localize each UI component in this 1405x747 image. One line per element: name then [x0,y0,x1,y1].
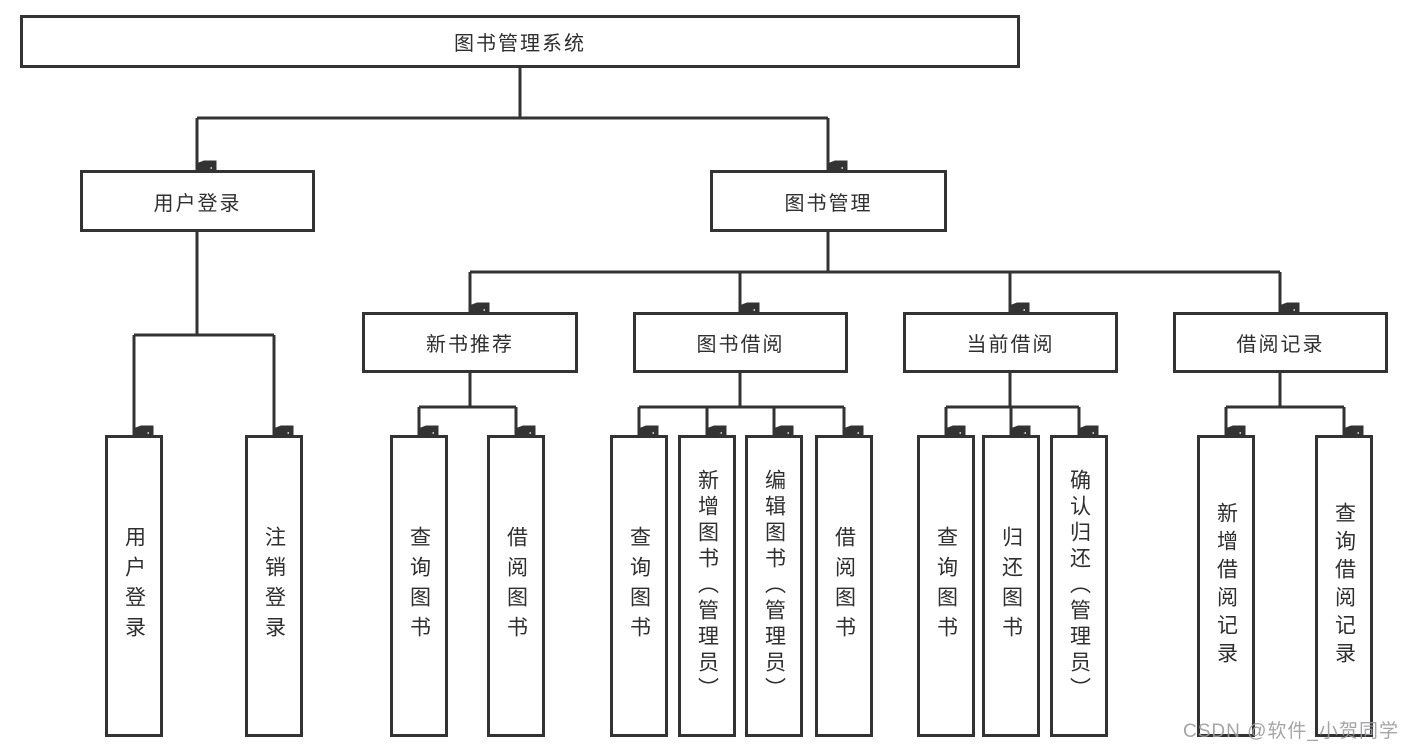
leaf-cb-query-books: 查询图书 [917,435,975,737]
node-book-borrow: 图书借阅 [633,312,848,373]
leaf-rec-query-books-label: 查询图书 [407,526,431,646]
leaf-br-add-record: 新增借阅记录 [1197,435,1255,737]
leaf-br-query-record-label: 查询借阅记录 [1332,502,1356,670]
node-root: 图书管理系统 [20,15,1020,68]
node-root-label: 图书管理系统 [454,33,586,55]
leaf-bb-query-books-label: 查询图书 [627,526,651,646]
node-new-book-rec-label: 新书推荐 [426,334,514,356]
node-book-mgmt-label: 图书管理 [784,192,873,215]
leaf-br-query-record: 查询借阅记录 [1315,435,1373,737]
connector-book-mgmt-children [468,232,1280,310]
node-user-login-label: 用户登录 [153,192,242,215]
leaf-bb-edit-books: 编辑图书（管理员） [745,435,803,737]
leaf-bb-add-books: 新增图书（管理员） [678,435,736,737]
csdn-watermark: CSDN @软件_小贺同学 [1183,721,1399,742]
leaf-bb-query-books: 查询图书 [610,435,668,737]
leaf-bb-edit-books-label: 编辑图书（管理员） [762,469,786,703]
node-current-borrow: 当前借阅 [903,312,1118,373]
leaf-rec-borrow-books-label: 借阅图书 [504,526,528,646]
connector-root-to-level2 [195,68,828,168]
node-borrow-records-label: 借阅记录 [1236,334,1325,356]
connector-user-login-children [132,232,274,433]
leaf-bb-add-books-label: 新增图书（管理员） [695,469,719,703]
leaf-logout: 注销登录 [245,435,303,737]
leaf-cb-return-books-label: 归还图书 [999,526,1023,646]
leaf-bb-borrow-books: 借阅图书 [815,435,873,737]
node-user-login: 用户登录 [80,170,315,232]
connector-new-book-rec-children [417,373,516,433]
leaf-rec-query-books: 查询图书 [390,435,448,737]
leaf-logout-label: 注销登录 [262,526,286,646]
connector-borrow-records-children [1224,373,1344,433]
leaf-user-login: 用户登录 [105,435,163,737]
node-new-book-rec: 新书推荐 [362,312,578,373]
leaf-bb-borrow-books-label: 借阅图书 [832,526,856,646]
leaf-cb-return-books: 归还图书 [982,435,1040,737]
connector-book-borrow-children [637,373,844,433]
leaf-user-login-label: 用户登录 [122,526,146,646]
leaf-cb-confirm-return-label: 确认归还（管理员） [1067,469,1091,703]
node-book-borrow-label: 图书借阅 [696,334,785,356]
leaf-cb-query-books-label: 查询图书 [934,526,958,646]
node-book-mgmt: 图书管理 [710,170,947,232]
leaf-br-add-record-label: 新增借阅记录 [1214,502,1238,670]
leaf-rec-borrow-books: 借阅图书 [487,435,545,737]
leaf-cb-confirm-return: 确认归还（管理员） [1050,435,1108,737]
node-borrow-records: 借阅记录 [1173,312,1388,373]
connector-current-borrow-children [944,373,1079,433]
node-current-borrow-label: 当前借阅 [966,334,1055,356]
